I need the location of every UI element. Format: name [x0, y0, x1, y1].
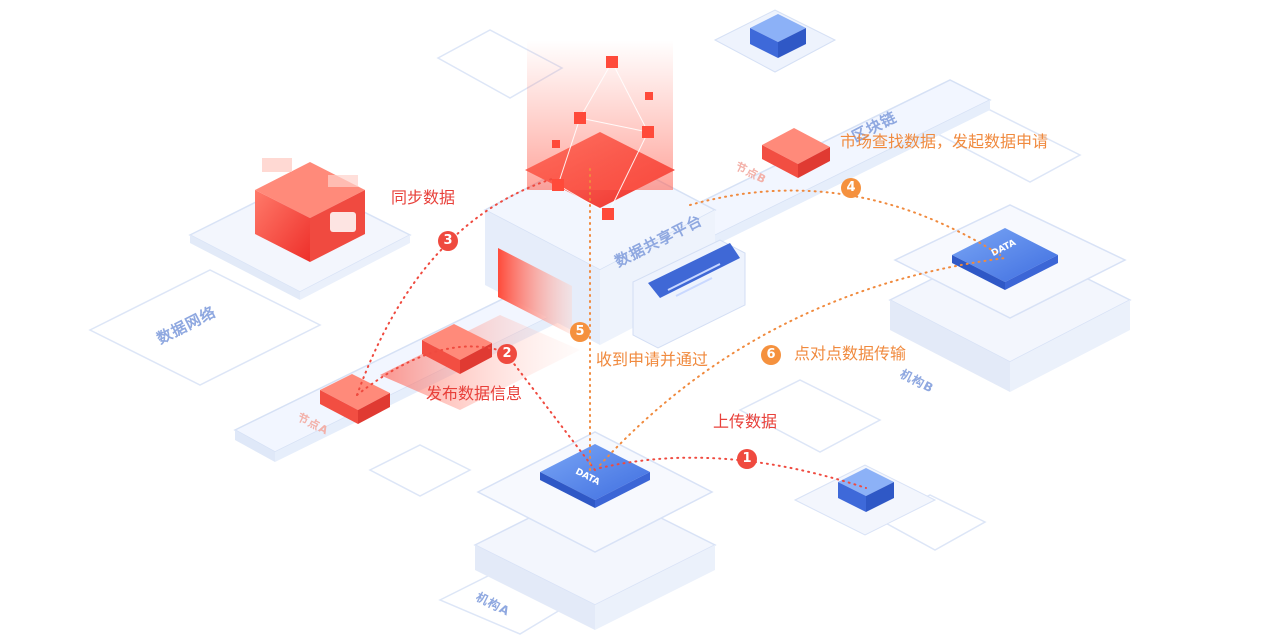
step-1-badge: 1	[737, 449, 757, 469]
flow-arcs	[356, 164, 1006, 489]
terminal-console	[632, 239, 746, 349]
molecule-nodes	[552, 56, 654, 220]
molecule-graph	[557, 61, 649, 215]
step-4-badge: 4	[841, 178, 861, 198]
step-6-badge: 6	[761, 345, 781, 365]
blue-cube-top	[713, 9, 837, 73]
step-5-label: 收到申请并通过	[596, 350, 709, 369]
step-3-badge: 3	[438, 231, 458, 251]
node-boxes	[320, 128, 830, 424]
step-4-label: 市场查找数据，发起数据申请	[840, 132, 1049, 151]
step-6-label: 点对点数据传输	[794, 344, 907, 363]
step-2-badge: 2	[497, 344, 517, 364]
blue-cube-bottom	[793, 464, 937, 536]
sync-building	[255, 158, 365, 262]
org-b-platform	[888, 204, 1132, 392]
step-5-badge: 5	[570, 322, 590, 342]
step-1-label: 上传数据	[713, 412, 778, 431]
step-2-label: 发布数据信息	[426, 384, 523, 403]
step-3-label: 同步数据	[391, 188, 456, 207]
org-a-platform	[473, 431, 717, 630]
